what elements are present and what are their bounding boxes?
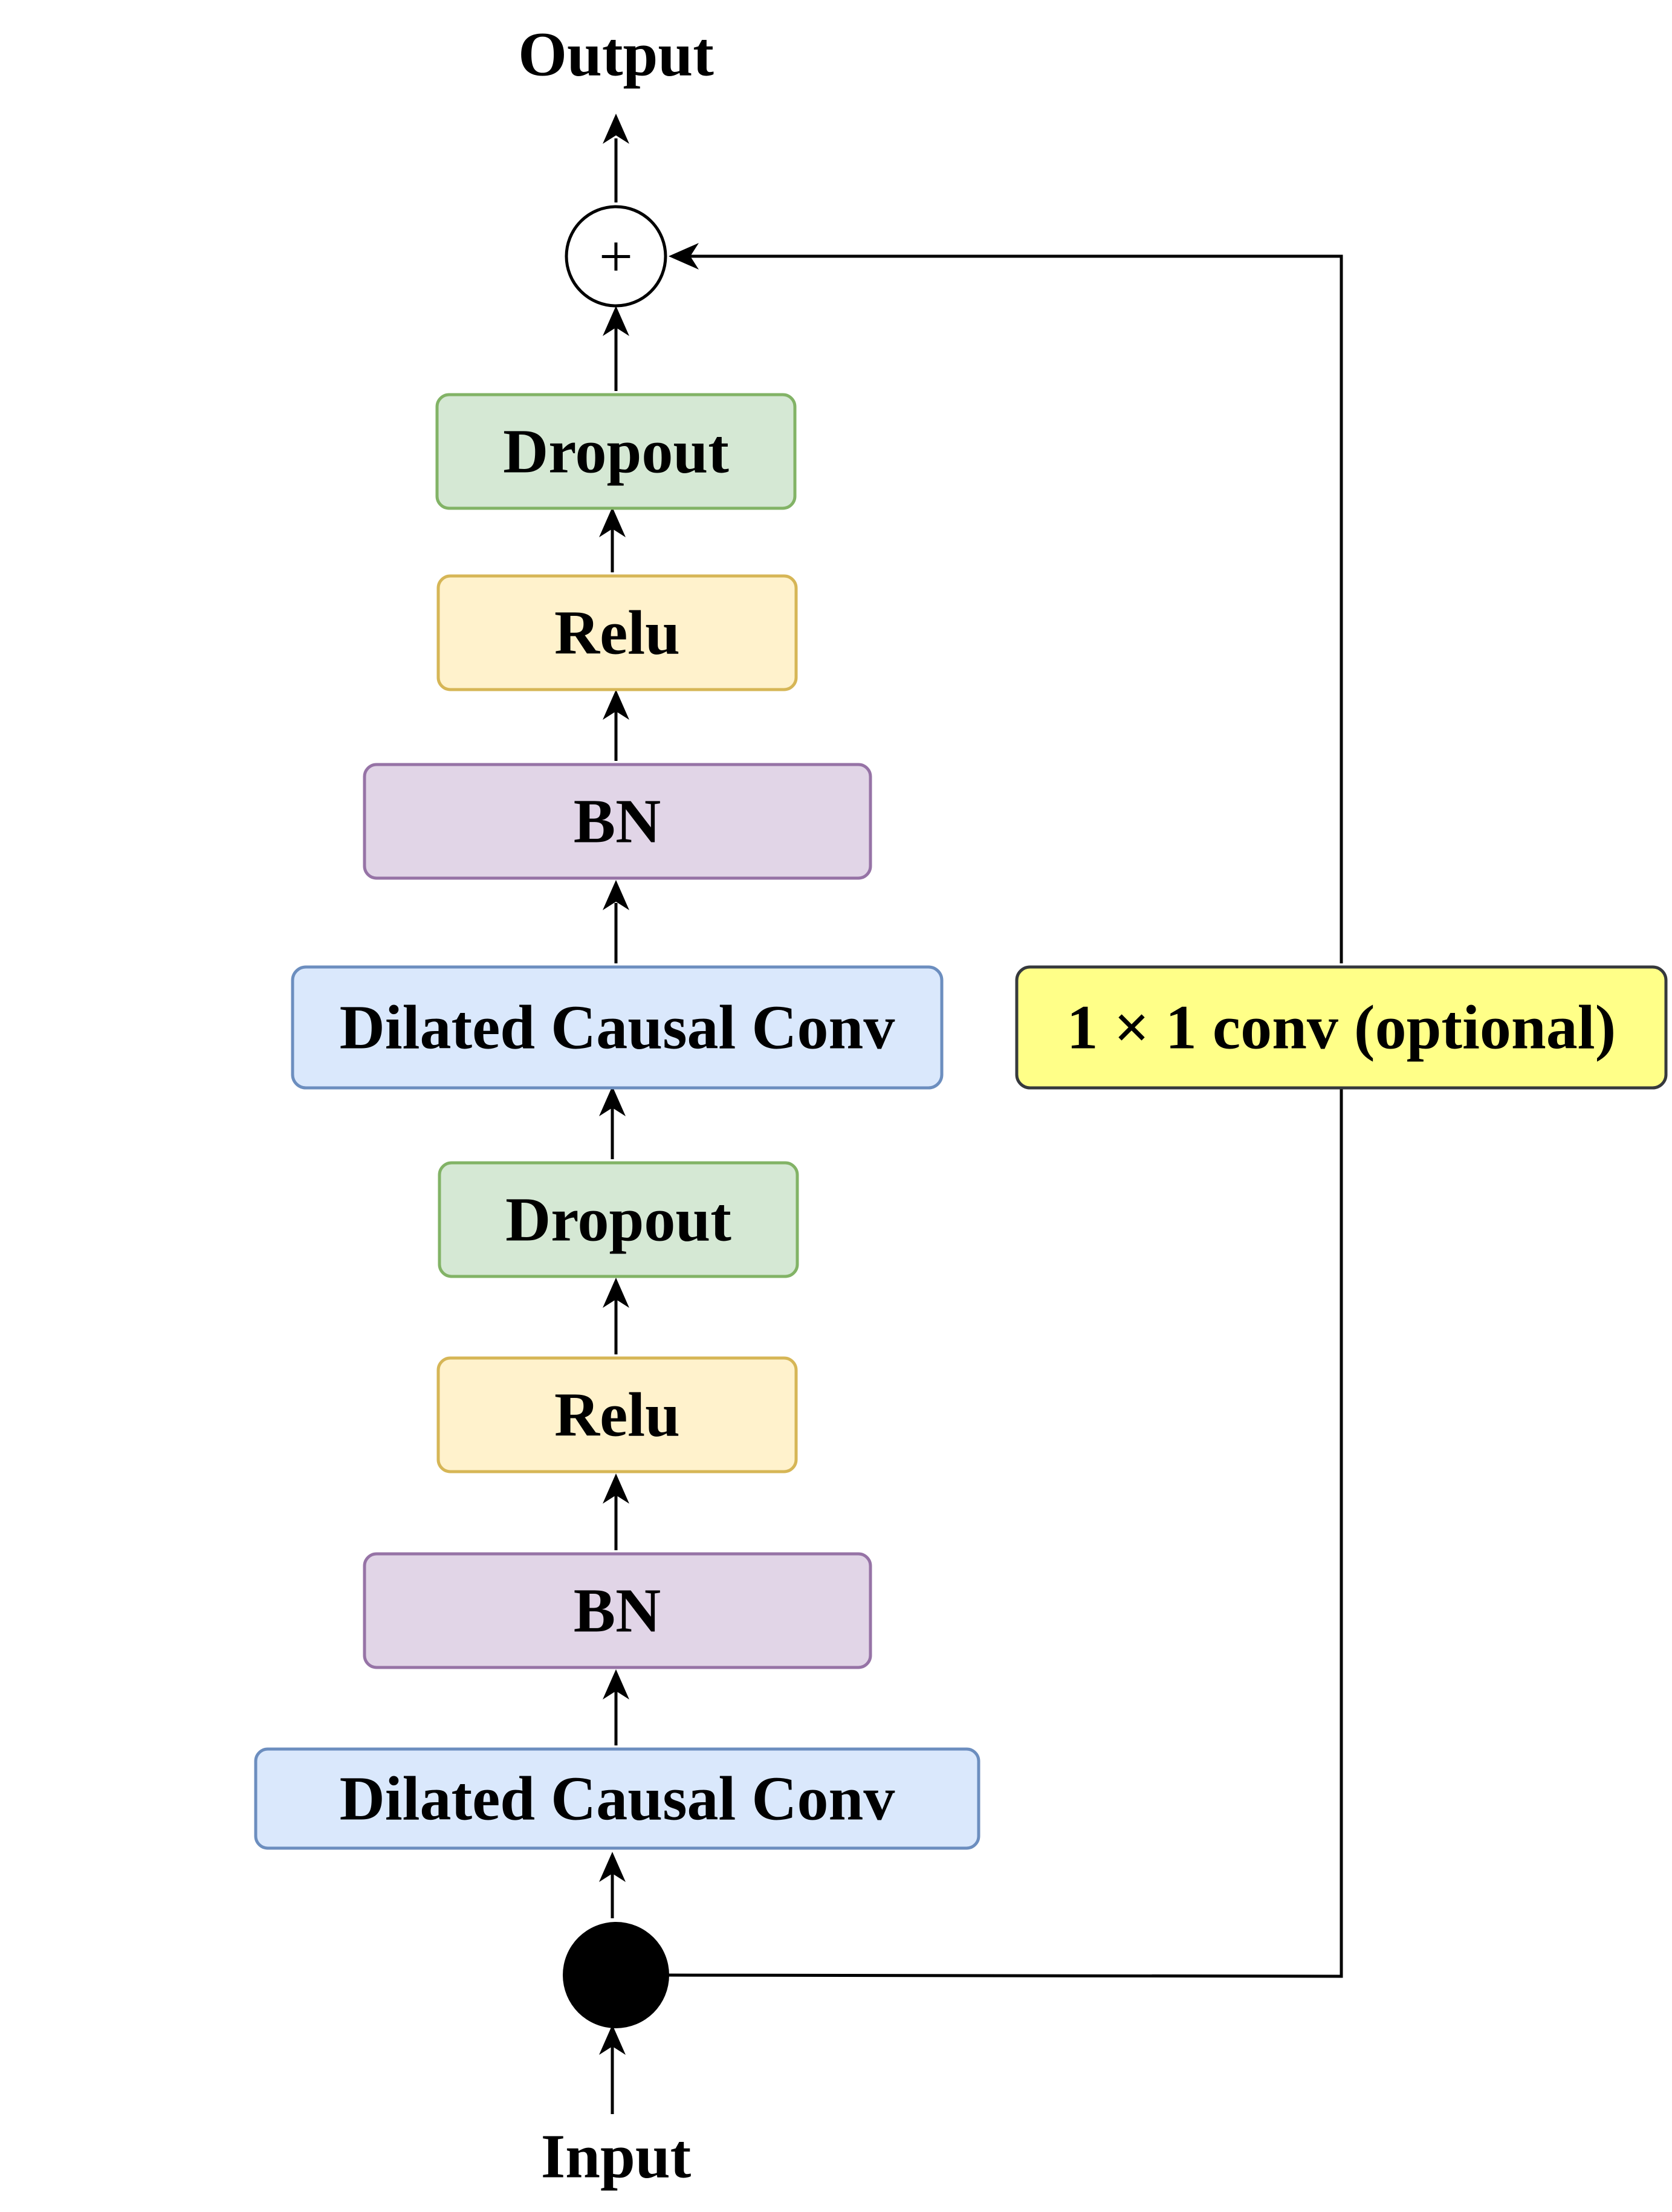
arrowhead-node: [599, 2025, 626, 2055]
output-label: Output: [518, 20, 714, 89]
split-node: [563, 1922, 669, 2028]
block-bn-bottom-label: BN: [574, 1576, 661, 1646]
arrowhead-relu-top: [603, 690, 629, 720]
arrowhead-conv-bottom: [599, 1852, 626, 1882]
block-dropout-top-label: Dropout: [503, 417, 729, 487]
block-conv-bottom-label: Dilated Causal Conv: [340, 1764, 895, 1834]
block-skip-1x1-conv: 1 × 1 conv (optional): [1015, 965, 1668, 1090]
arrowhead-bn-top: [603, 880, 629, 910]
block-dropout-top: Dropout: [435, 393, 797, 510]
arrowhead-output: [603, 114, 629, 144]
block-conv-top-label: Dilated Causal Conv: [340, 993, 895, 1062]
input-label: Input: [541, 2122, 692, 2191]
block-relu-bottom-label: Relu: [554, 1380, 680, 1450]
arrowhead-dropout-top: [599, 507, 626, 537]
block-bn-top-label: BN: [574, 787, 661, 856]
block-bn-bottom: BN: [363, 1552, 872, 1669]
block-conv-top: Dilated Causal Conv: [291, 965, 944, 1090]
plus-symbol: +: [599, 223, 633, 290]
block-relu-top-label: Relu: [554, 598, 680, 668]
connectors: [611, 138, 1343, 2114]
arrowheads: [599, 114, 699, 2055]
block-relu-bottom: Relu: [436, 1356, 798, 1473]
block-conv-bottom: Dilated Causal Conv: [254, 1747, 980, 1850]
arrowhead-skip-plus: [669, 243, 699, 270]
block-bn-top: BN: [363, 763, 872, 880]
edge-skip-1x1-to-plus: [690, 254, 1343, 963]
addition-node: +: [565, 205, 667, 308]
arrowhead-dropout-bottom: [603, 1278, 629, 1308]
arrowhead-plus: [603, 306, 629, 336]
edge-skip-node-to-1x1: [668, 1088, 1343, 1978]
block-skip-1x1-conv-label: 1 × 1 conv (optional): [1067, 993, 1616, 1062]
block-dropout-bottom-label: Dropout: [505, 1185, 731, 1255]
block-dropout-bottom: Dropout: [438, 1161, 799, 1278]
arrowhead-relu-bottom: [603, 1473, 629, 1504]
block-relu-top: Relu: [436, 574, 798, 691]
arrowhead-bn-bottom: [603, 1669, 629, 1699]
arrowhead-conv-top: [599, 1086, 626, 1116]
